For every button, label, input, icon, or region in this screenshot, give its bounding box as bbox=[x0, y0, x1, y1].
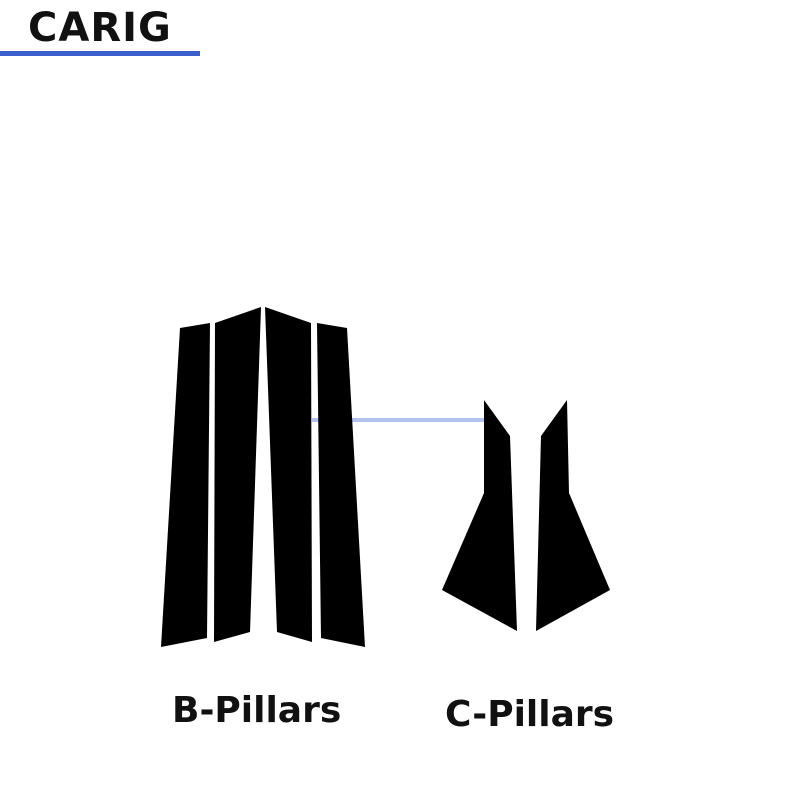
c-pillar-piece-right bbox=[536, 400, 610, 631]
brand-underline bbox=[0, 51, 200, 56]
c-pillar-piece-left bbox=[442, 400, 517, 631]
brand-logo-text: CARIG bbox=[28, 5, 172, 51]
b-pillar-piece-2 bbox=[214, 307, 261, 642]
b-pillars-group bbox=[161, 307, 365, 647]
watermark-line bbox=[312, 418, 490, 422]
b-pillar-piece-4 bbox=[317, 323, 365, 647]
b-pillars-caption: B-Pillars bbox=[172, 690, 342, 731]
c-pillars-caption: C-Pillars bbox=[445, 694, 615, 735]
b-pillar-piece-3 bbox=[265, 307, 312, 642]
b-pillar-piece-1 bbox=[161, 323, 210, 647]
c-pillars-group bbox=[442, 400, 610, 631]
